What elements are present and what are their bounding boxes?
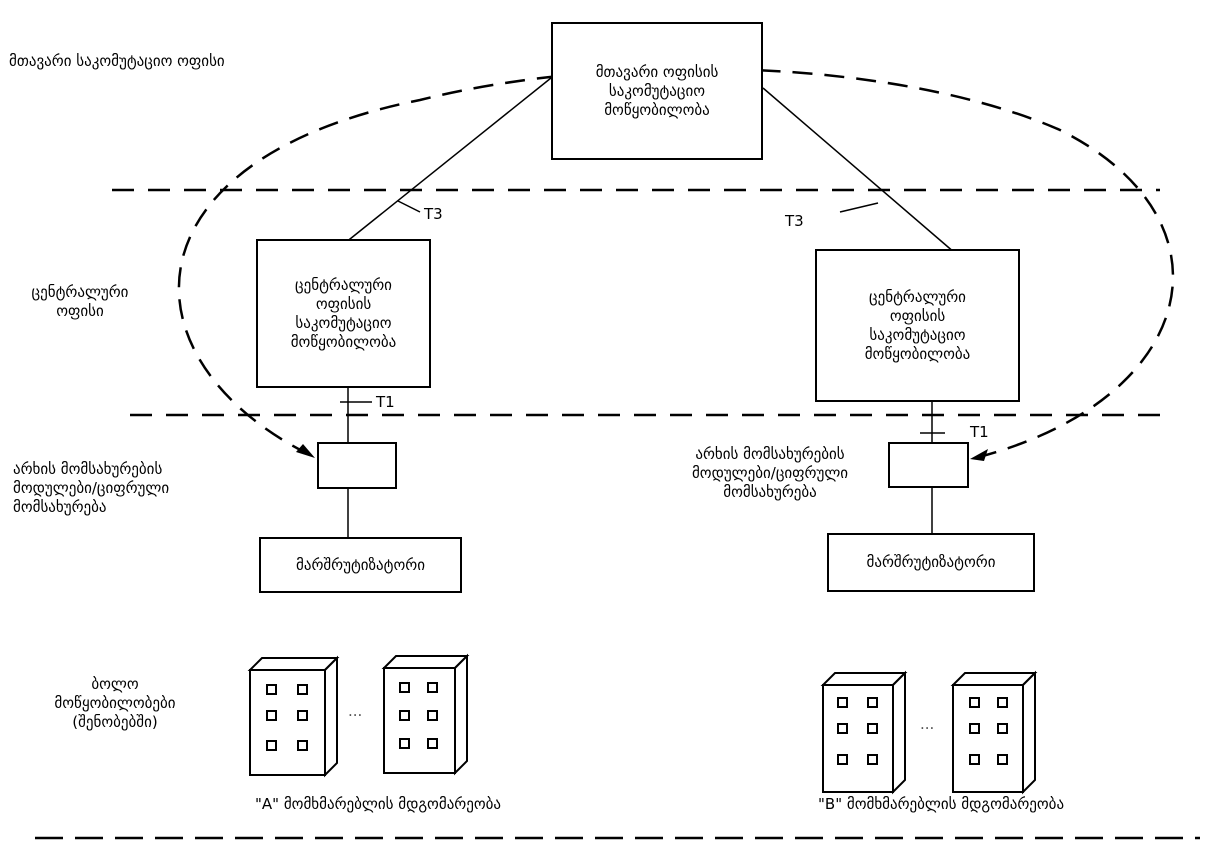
- channel-module-box-right: [888, 442, 969, 488]
- building-a1: [247, 655, 340, 778]
- level-label-main-office: მთავარი საკომუტაციო ოფისი: [9, 52, 225, 70]
- arrowhead-right: [970, 449, 988, 461]
- main-office-switch-box: მთავარი ოფისის საკომუტაციო მოწყობილობა: [551, 22, 763, 160]
- building-b1: [820, 670, 908, 795]
- t3-label-left: T3: [424, 205, 443, 223]
- t3-tick-right: [839, 202, 879, 213]
- ellipsis-b: ...: [920, 715, 935, 733]
- ellipsis-a: ...: [348, 702, 363, 720]
- t3-tick-left: [397, 200, 421, 213]
- central-office-switch-box-right: ცენტრალური ოფისის საკომუტაციო მოწყობილობ…: [815, 249, 1020, 402]
- channel-module-box-left: [317, 442, 397, 489]
- building-a2: [381, 653, 470, 776]
- level-label-channel-modules: არხის მომსახურების მოდულები/ციფრული მომს…: [13, 460, 170, 516]
- dashed-ellipse-loop: [177, 67, 1175, 460]
- central-office-switch-box-left: ცენტრალური ოფისის საკომუტაციო მოწყობილობ…: [256, 239, 431, 388]
- t3-link-right: [762, 87, 956, 254]
- t3-label-right: T3: [785, 212, 804, 230]
- router-box-left: მარშრუტიზატორი: [259, 537, 462, 593]
- customer-a-label: "A" მომხმარებლის მდგომარეობა: [255, 795, 502, 813]
- t1-label-left: T1: [376, 393, 395, 411]
- router-box-right: მარშრუტიზატორი: [827, 533, 1035, 592]
- channel-module-label-right: არხის მომსახურების მოდულები/ციფრული მომს…: [691, 445, 849, 501]
- building-b2: [950, 670, 1038, 795]
- customer-b-label: "B" მომხმარებლის მდგომარეობა: [818, 795, 1065, 813]
- level-label-central-office: ცენტრალური ოფისი: [31, 283, 129, 320]
- level-label-end-devices: ბოლო მოწყობილობები (შენობებში): [54, 675, 176, 731]
- arrowhead-left: [296, 444, 315, 458]
- t1-label-right: T1: [970, 423, 989, 441]
- t3-link-left: [344, 77, 552, 244]
